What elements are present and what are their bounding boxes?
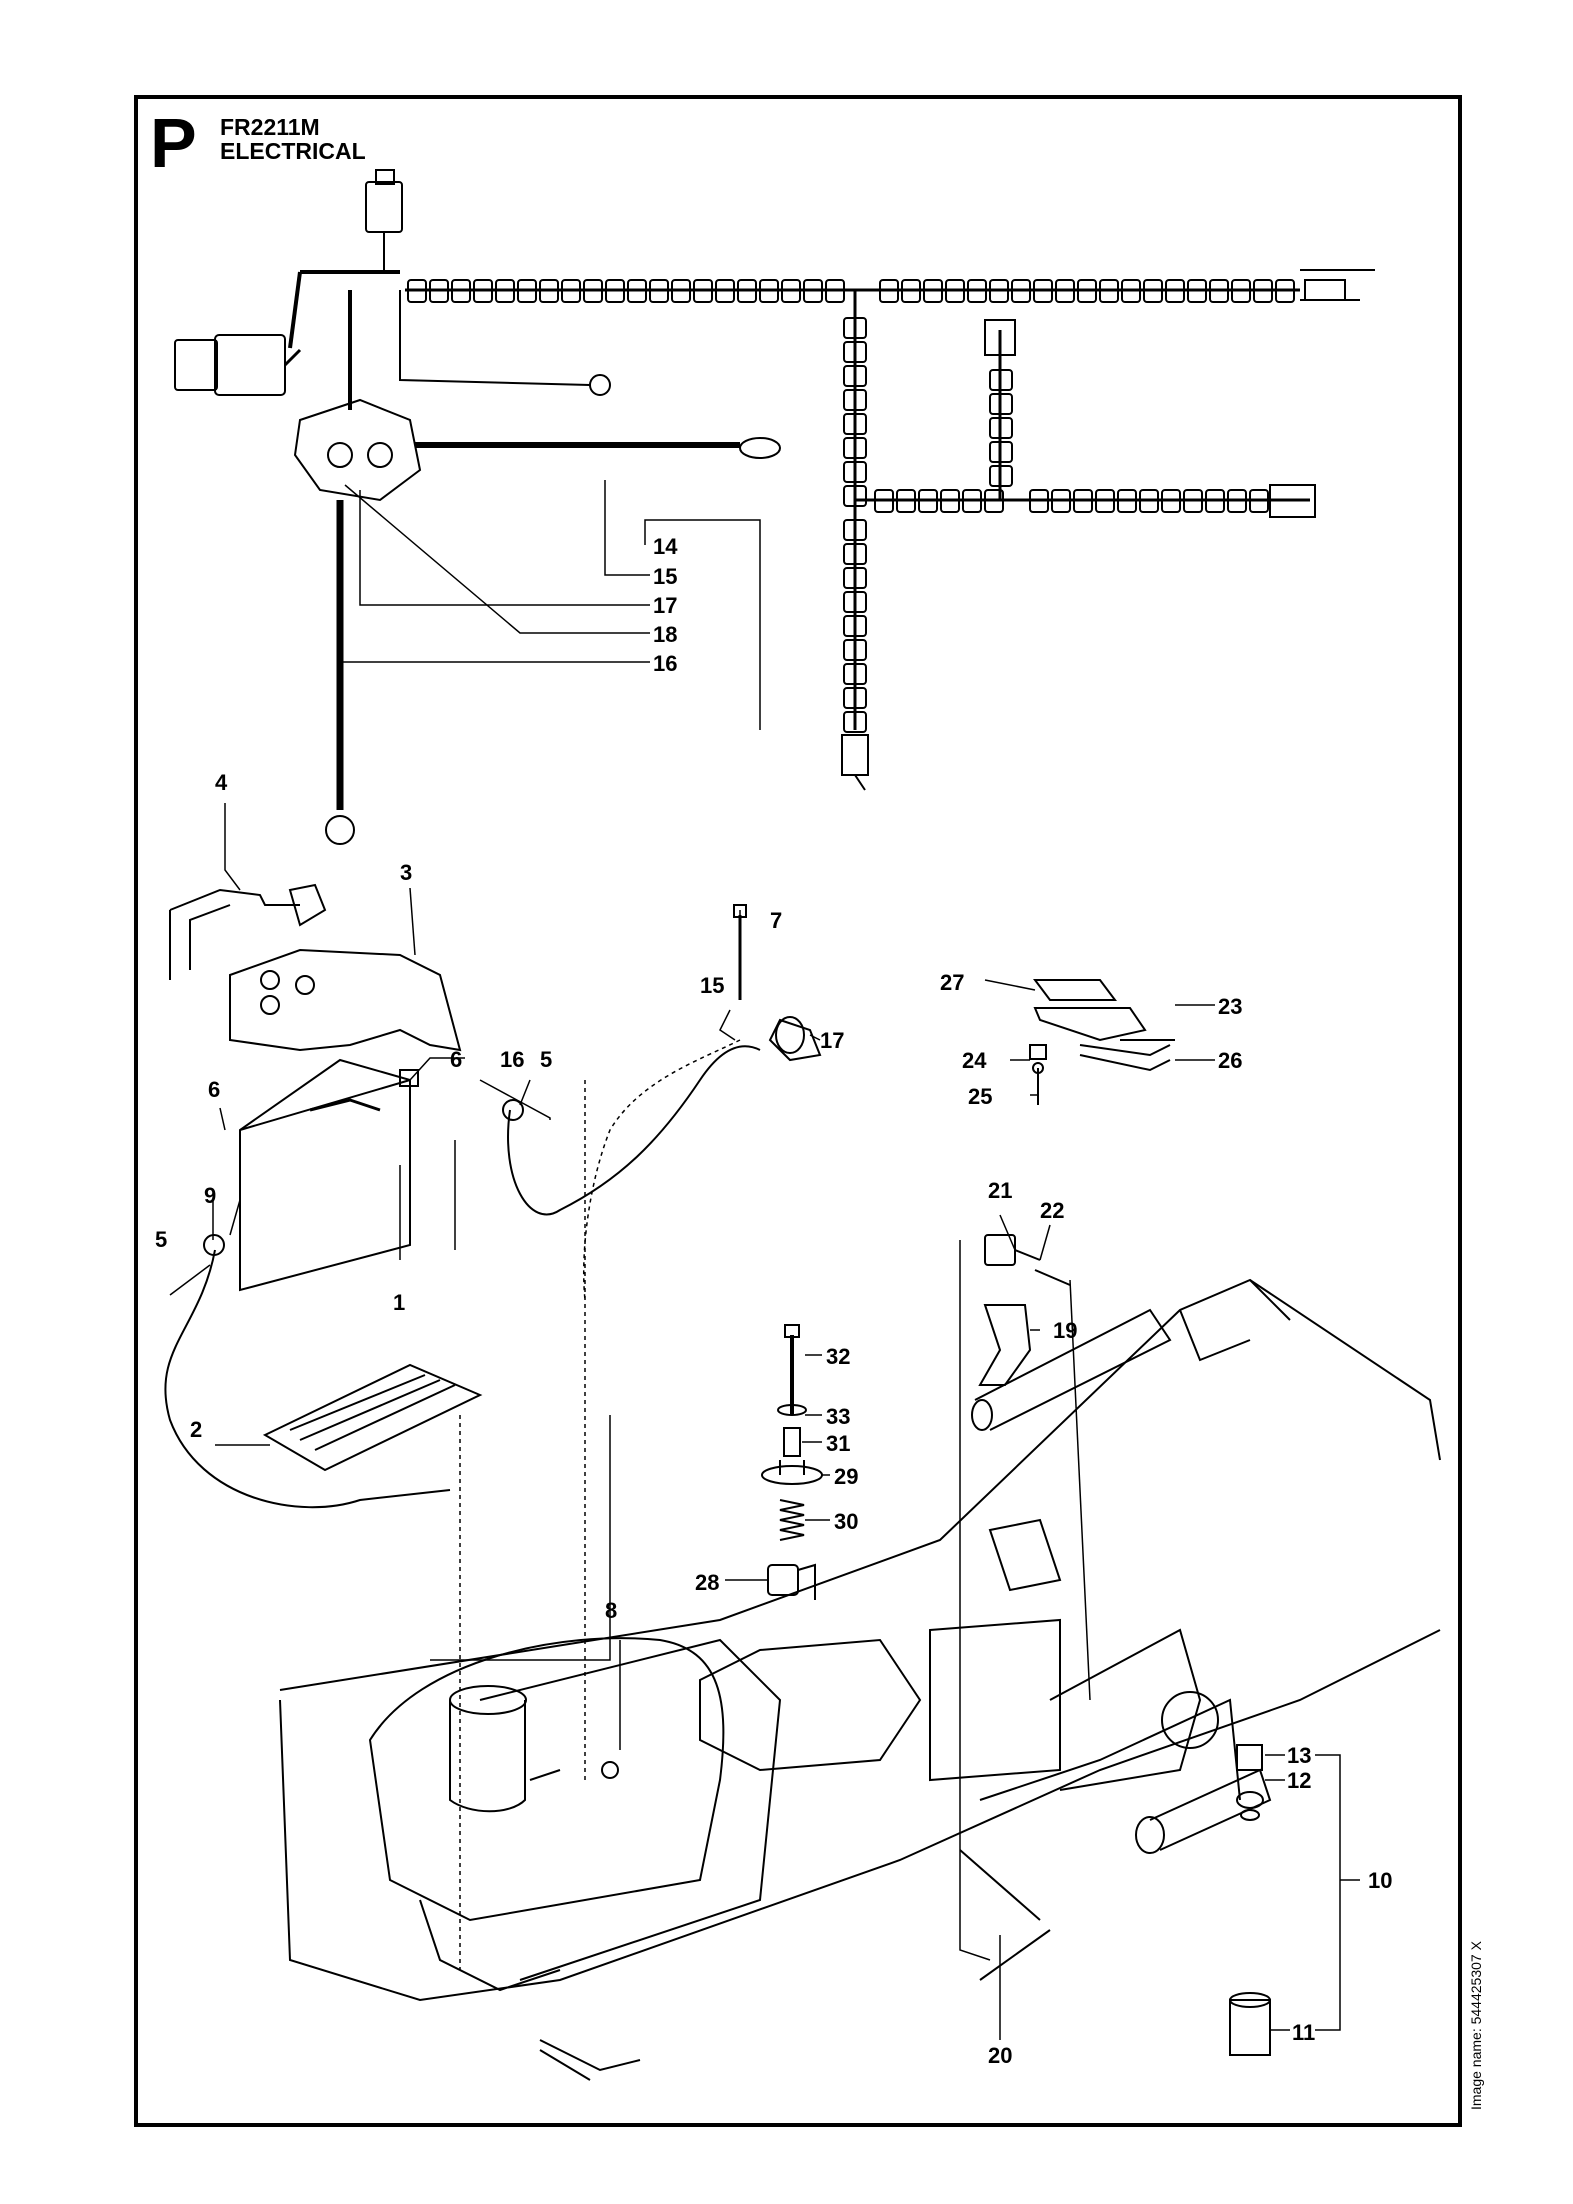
engine — [368, 1637, 725, 2081]
leader-lines — [169, 480, 1360, 2040]
section-letter: P — [150, 104, 197, 182]
callout-20: 20 — [988, 2043, 1012, 2068]
callout-26: 26 — [1218, 1048, 1242, 1073]
callout-29: 29 — [834, 1464, 858, 1489]
callout-1: 1 — [393, 1290, 405, 1315]
callout-14: 14 — [653, 534, 678, 559]
callout-labels: 1 2 3 4 5 5 6 6 7 8 9 10 11 12 13 14 15 … — [155, 534, 1392, 2068]
callout-17a: 17 — [653, 593, 677, 618]
callout-19: 19 — [1053, 1318, 1077, 1343]
wiring-harness — [174, 169, 1375, 845]
callout-32: 32 — [826, 1344, 850, 1369]
callout-9: 9 — [204, 1183, 216, 1208]
callout-17b: 17 — [820, 1028, 844, 1053]
callout-3: 3 — [400, 860, 412, 885]
callout-5b: 5 — [540, 1047, 552, 1072]
callout-28: 28 — [695, 1570, 719, 1595]
cable-routes — [459, 1039, 741, 1970]
callout-5a: 5 — [155, 1227, 167, 1252]
callout-12: 12 — [1287, 1768, 1311, 1793]
callout-4: 4 — [215, 770, 228, 795]
callout-6b: 6 — [450, 1047, 462, 1072]
callout-11: 11 — [1292, 2020, 1315, 2045]
drawing-frame — [134, 95, 1462, 2127]
model-number: FR2211M — [220, 114, 320, 140]
callout-15a: 15 — [653, 564, 677, 589]
callout-31: 31 — [826, 1431, 850, 1456]
callout-15b: 15 — [700, 973, 724, 998]
battery-assembly — [164, 883, 761, 1509]
callout-27: 27 — [940, 970, 964, 995]
callout-8: 8 — [605, 1598, 617, 1623]
callout-23: 23 — [1218, 994, 1242, 1019]
callout-22: 22 — [1040, 1198, 1064, 1223]
callout-2: 2 — [190, 1417, 202, 1442]
callout-30: 30 — [834, 1509, 858, 1534]
seat-switch-assembly — [733, 904, 823, 1600]
callout-18: 18 — [653, 622, 677, 647]
callout-16b: 16 — [500, 1047, 524, 1072]
callout-6a: 6 — [208, 1077, 220, 1102]
callout-33: 33 — [826, 1404, 850, 1429]
callout-7: 7 — [770, 908, 782, 933]
callout-24: 24 — [962, 1048, 987, 1073]
callout-10: 10 — [1368, 1868, 1392, 1893]
callout-25: 25 — [968, 1084, 992, 1109]
callout-13: 13 — [1287, 1743, 1311, 1768]
callout-16a: 16 — [653, 651, 677, 676]
chassis-frame — [279, 1278, 1441, 2056]
callout-21: 21 — [988, 1178, 1012, 1203]
page-title: ELECTRICAL — [220, 138, 366, 164]
